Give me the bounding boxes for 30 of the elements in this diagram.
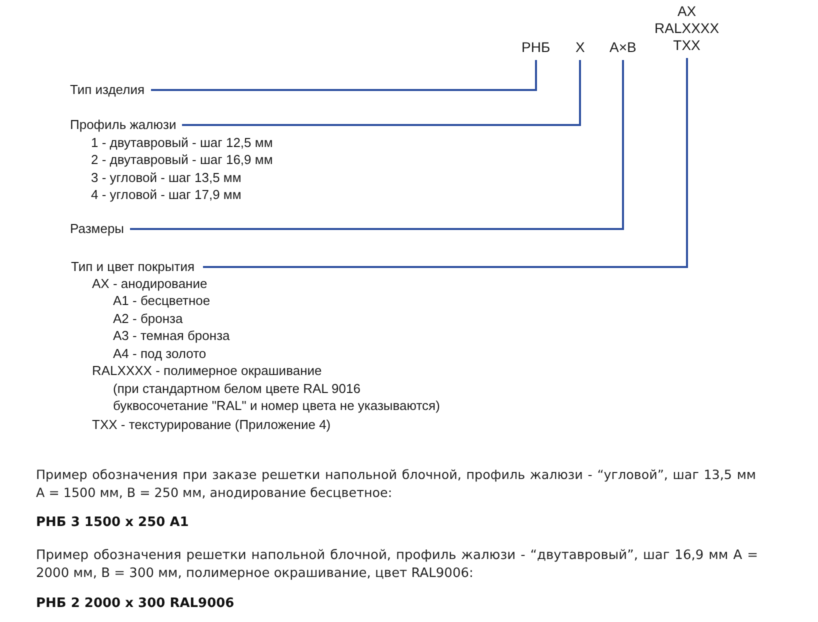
option-text: TXX - текстурирование (Приложение 4) — [92, 416, 331, 433]
option-text: 4 - угловой - шаг 17,9 мм — [91, 186, 242, 203]
option-text: A2 - бронза — [113, 310, 183, 327]
leader-line — [130, 60, 624, 230]
option-text: RALXXXX - полимерное окрашивание — [92, 362, 322, 379]
example-designation: РНБ 3 1500 x 250 A1 — [36, 514, 189, 532]
option-text: A3 - темная бронза — [113, 327, 230, 344]
option-text: 1 - двутавровый - шаг 12,5 мм — [91, 134, 273, 151]
designation-code: РНБ — [522, 39, 550, 56]
parameter-label: Размеры — [70, 220, 124, 237]
option-text: A1 - бесцветное — [113, 292, 210, 309]
option-text: AX - анодирование — [92, 275, 208, 292]
leader-line — [151, 60, 537, 91]
designation-code: TXX — [673, 37, 700, 54]
example-designation: РНБ 2 2000 x 300 RAL9006 — [36, 595, 234, 613]
option-text: 2 - двутавровый - шаг 16,9 мм — [91, 151, 273, 168]
option-note: (при стандартном белом цвете RAL 9016 буквосочетание "RAL" и номер цвета не указываются) — [113, 380, 441, 414]
example-text: Пример обозначения при заказе решетки напольной блочной, профиль жалюзи - “угловой”, шаг 13,5 мм А = 1500 мм, В = 250 мм, анодирование бесцветное: — [36, 466, 756, 502]
designation-code: RALXXXX — [654, 20, 720, 37]
leader-line — [203, 58, 688, 268]
example-text: Пример обозначения решетки напольной блочной, профиль жалюзи - “двутавровый”, шаг 16,9 мм А = 2000 мм, В = 300 мм, полимерное окрашивание, цвет RAL9006: — [36, 547, 758, 583]
designation-code: AX — [677, 3, 696, 20]
parameter-label: Тип и цвет покрытия — [71, 258, 195, 275]
parameter-label: Тип изделия — [70, 81, 144, 98]
parameter-label: Профиль жалюзи — [70, 116, 176, 133]
designation-code: A×B — [610, 39, 636, 56]
designation-code: X — [576, 39, 585, 56]
option-text: A4 - под золото — [113, 345, 206, 362]
option-text: 3 - угловой - шаг 13,5 мм — [91, 169, 242, 186]
leader-line — [182, 60, 581, 126]
